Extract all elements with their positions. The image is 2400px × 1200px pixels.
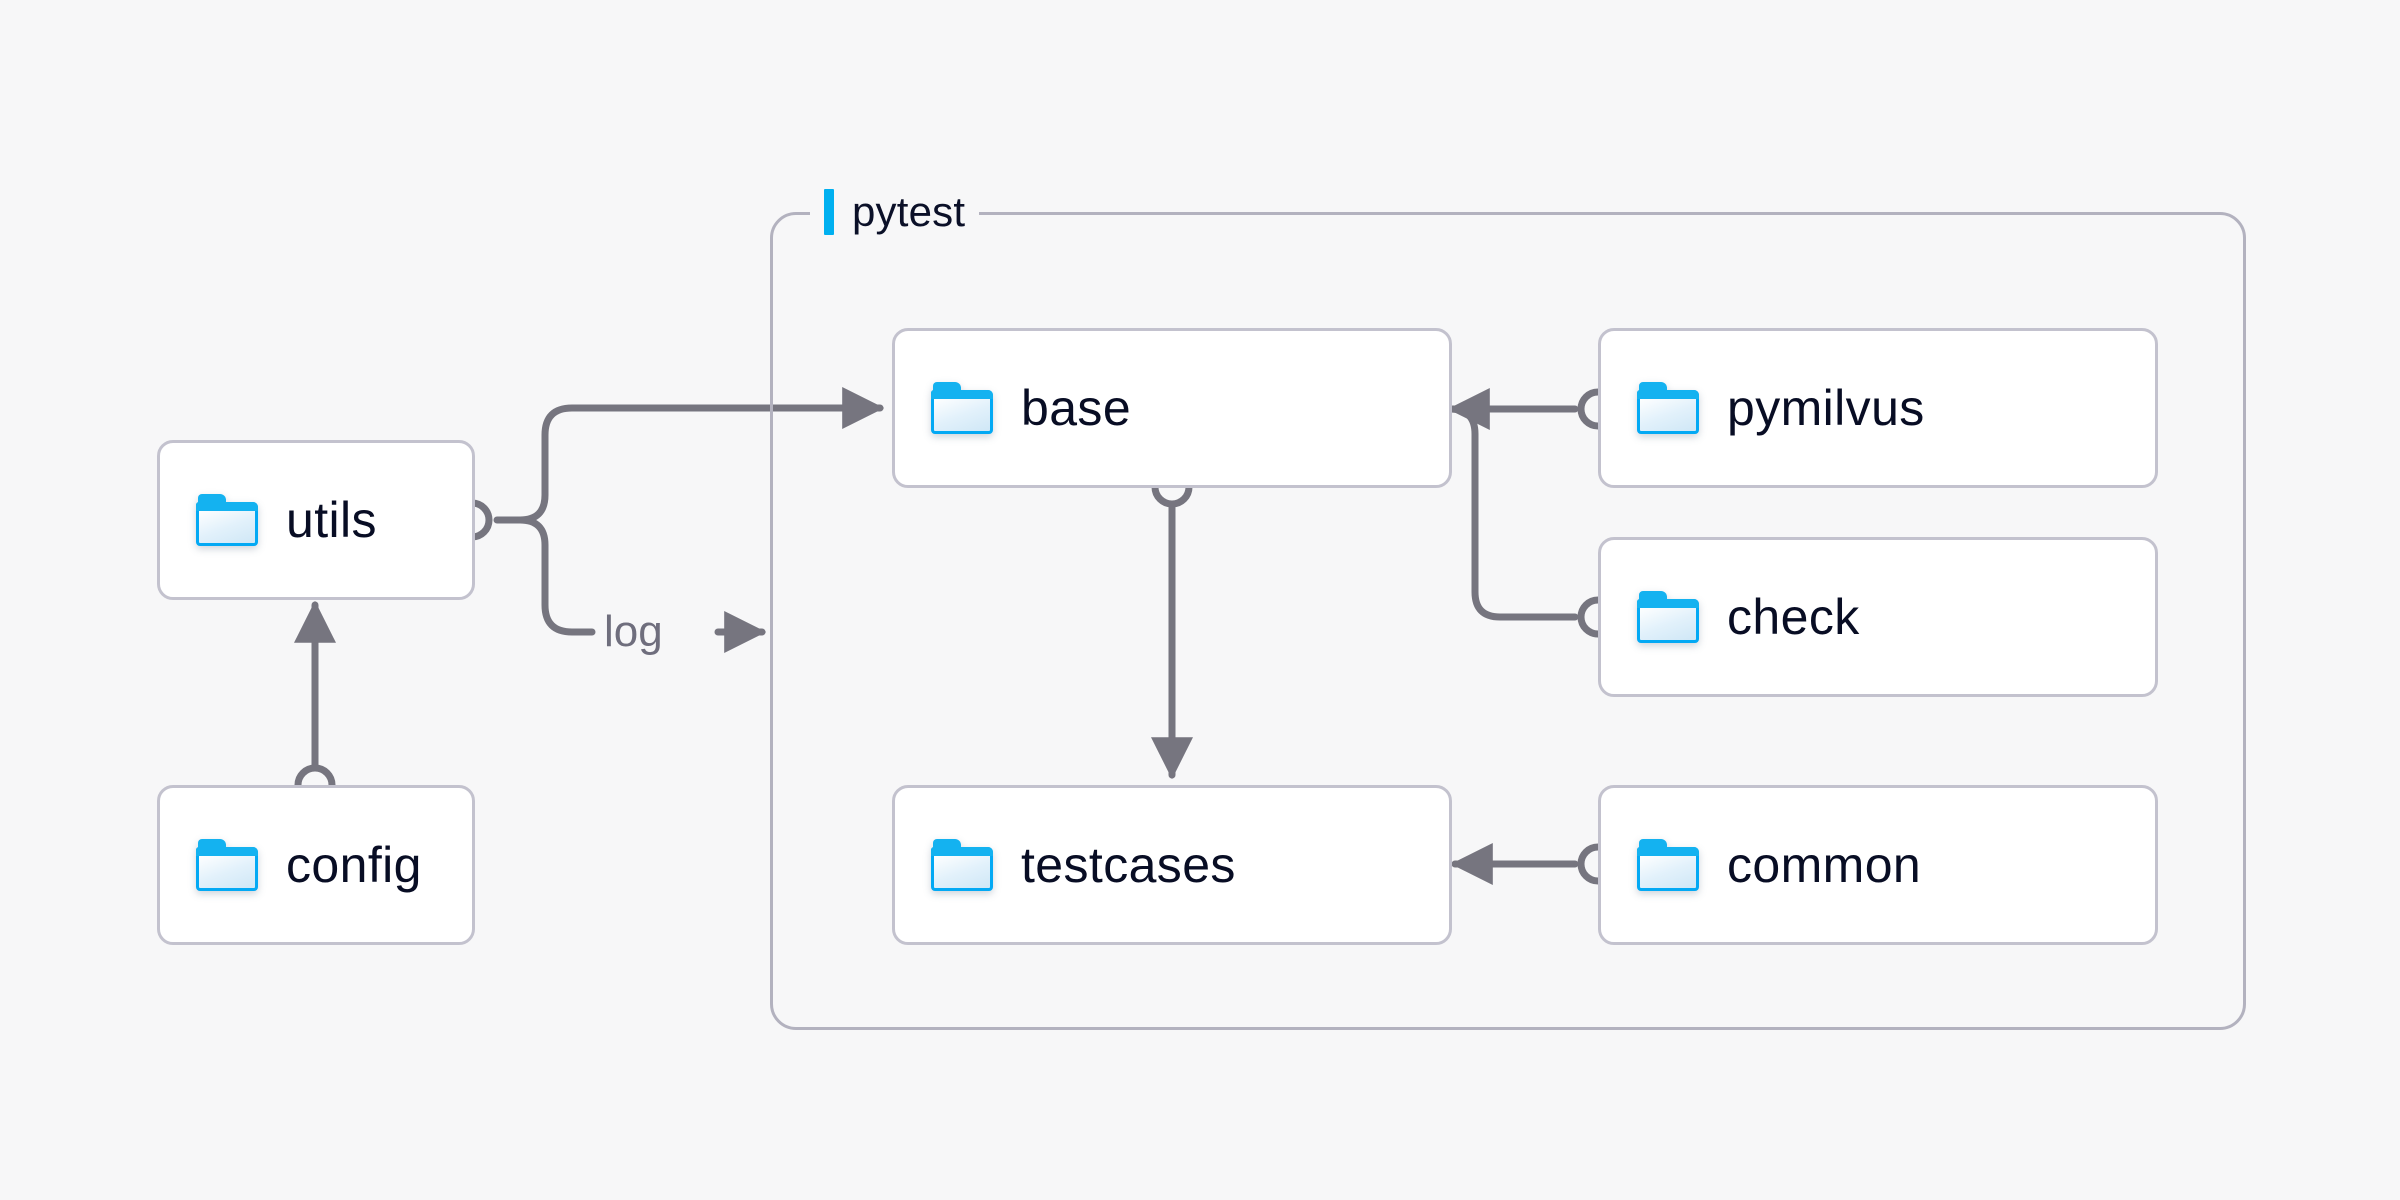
- node-utils[interactable]: utils: [157, 440, 475, 600]
- group-pytest: [770, 212, 2246, 1030]
- folder-icon: [931, 839, 993, 891]
- node-config[interactable]: config: [157, 785, 475, 945]
- node-base-label: base: [1021, 380, 1132, 436]
- edge-utils-to-pytest-log: [516, 516, 596, 636]
- folder-icon: [196, 494, 258, 546]
- node-base[interactable]: base: [892, 328, 1452, 488]
- edge-label-log: log: [604, 607, 663, 656]
- folder-icon: [1637, 839, 1699, 891]
- node-pymilvus[interactable]: pymilvus: [1598, 328, 2158, 488]
- folder-icon: [1637, 591, 1699, 643]
- group-pytest-label: pytest: [810, 186, 980, 238]
- node-common-label: common: [1727, 837, 1922, 893]
- node-testcases-label: testcases: [1021, 837, 1236, 893]
- node-pymilvus-label: pymilvus: [1727, 380, 1925, 436]
- node-check-label: check: [1727, 589, 1860, 645]
- node-utils-label: utils: [286, 492, 377, 548]
- node-common[interactable]: common: [1598, 785, 2158, 945]
- group-title: pytest: [852, 188, 966, 235]
- node-config-label: config: [286, 837, 422, 893]
- node-testcases[interactable]: testcases: [892, 785, 1452, 945]
- group-marker-bar: [824, 189, 834, 235]
- folder-icon: [196, 839, 258, 891]
- folder-icon: [931, 382, 993, 434]
- folder-icon: [1637, 382, 1699, 434]
- node-check[interactable]: check: [1598, 537, 2158, 697]
